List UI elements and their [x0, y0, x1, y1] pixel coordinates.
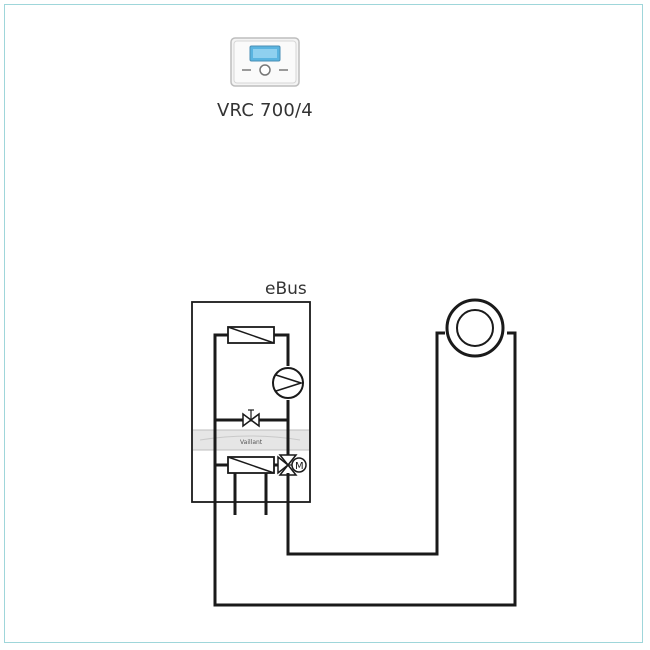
radiator-circuit-icon [445, 298, 505, 358]
controller-model-label: VRC 700/4 [217, 100, 313, 121]
supply-pipe [286, 331, 445, 556]
diagram-frame [4, 4, 643, 643]
boiler-housing [191, 301, 311, 503]
return-pipe [213, 331, 517, 607]
boiler-band [193, 430, 309, 450]
expansion-valve-icon [242, 409, 260, 428]
svg-text:M: M [295, 461, 304, 472]
brand-mark: Vaillant [240, 439, 263, 446]
circulation-pump-icon [272, 367, 304, 399]
plate-heat-exchanger-icon [227, 456, 275, 474]
ebus-label: eBus [265, 279, 307, 299]
heat-exchanger-icon [227, 326, 275, 344]
thermostat-controller-icon [230, 37, 300, 87]
motorized-three-way-valve-icon: M [277, 454, 307, 476]
